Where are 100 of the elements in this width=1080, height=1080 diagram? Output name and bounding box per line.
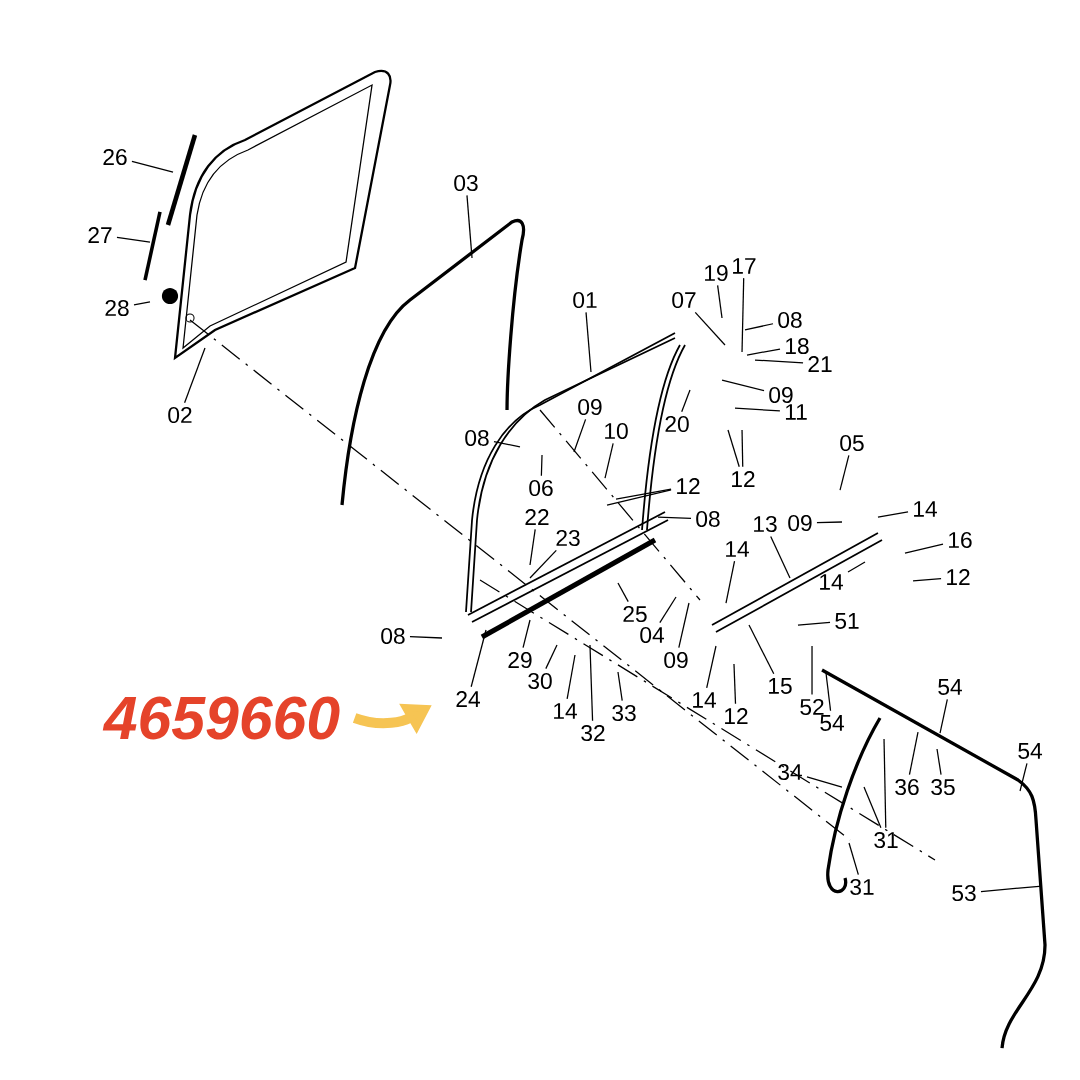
callout-number: 06 [529,479,553,497]
leader-line [529,528,536,566]
callout-number: 13 [754,515,777,533]
callout-number: 27 [88,227,112,243]
callout-number: 14 [693,692,716,708]
leader-line [659,596,677,624]
leader-line [131,160,174,173]
leader-line [617,582,629,603]
leader-line [466,194,473,259]
callout-number: 19 [705,264,728,282]
leader-line [529,549,557,579]
callout-number: 29 [508,651,532,669]
leader-line [721,379,765,392]
leader-line [733,663,737,705]
callout-number: 20 [665,415,689,433]
leader-line [545,644,558,670]
leader-line [847,561,866,573]
callout-number: 17 [733,258,756,274]
leader-line [797,621,831,626]
callout-number: 09 [664,651,688,669]
leader-line [754,359,804,364]
callout-number: 35 [931,778,955,796]
callout-number: 26 [103,148,127,166]
callout-number: 22 [525,509,549,525]
leader-line [748,624,775,675]
leader-line [183,347,206,404]
leader-line [573,418,587,453]
leader-line [939,698,948,734]
leader-line [409,636,443,639]
leader-line [133,301,151,306]
callout-number: 08 [778,311,802,329]
callout-number: 25 [623,605,647,623]
callout-number: 33 [612,704,636,722]
leader-line [980,885,1043,893]
callout-number: 08 [465,429,489,447]
leader-line [615,488,672,500]
leader-line [116,236,151,243]
leader-line [744,323,774,331]
leader-line [877,511,909,518]
callout-number: 32 [581,724,605,742]
leader-line [734,407,781,412]
callout-number: 54 [1018,743,1042,759]
leader-line [540,454,543,477]
callout-number: 53 [952,884,976,902]
callout-number: 14 [914,501,937,517]
leader-line [811,645,813,696]
leader-line [727,429,740,468]
callout-number: 12 [732,471,755,487]
callout-number: 11 [785,404,807,420]
leader-line [493,440,521,448]
leader-line [770,535,791,579]
callout-number: 24 [456,691,480,707]
leader-line [717,284,723,319]
leader-line [908,731,919,776]
leader-line [1019,762,1028,792]
callout-number: 03 [454,174,478,192]
callout-number: 18 [786,337,809,355]
callout-number: 21 [808,356,832,372]
callout-number: 07 [672,291,696,309]
callout-number: 52 [800,698,824,716]
callout-number: 12 [947,569,970,585]
callout-number: 31 [850,878,874,896]
callout-number: 31 [874,831,898,849]
callout-number: 34 [778,763,802,781]
callout-number: 09 [788,514,812,532]
callout-number: 36 [895,778,919,796]
leader-line [604,442,614,479]
leader-line [678,602,690,649]
callout-number: 28 [105,299,129,317]
leader-line [470,629,487,688]
leader-line [566,654,576,700]
leader-line [617,671,623,702]
callout-number: 09 [769,386,793,404]
callout-number: 14 [820,574,843,590]
callout-number: 01 [573,291,597,309]
leader-line [912,577,942,582]
leader-line [694,311,726,346]
leader-line [606,489,672,506]
callout-number: 14 [554,703,577,719]
leader-line [746,348,781,356]
leader-line [585,311,592,373]
callout-number: 10 [605,422,628,440]
leader-line [863,786,882,829]
callout-number: 05 [840,434,864,452]
leader-line [741,429,744,468]
leader-line [681,389,691,413]
callout-number: 08 [696,510,720,528]
callout-number: 15 [769,678,792,694]
callout-number: 12 [725,708,748,724]
leader-line [725,560,736,604]
leader-line [706,645,717,689]
callout-number: 02 [168,406,192,424]
part-number: 4659660 [102,696,340,740]
leader-line [904,543,944,554]
callout-number: 04 [640,626,664,644]
callout-number: 30 [528,672,552,690]
callout-number: 12 [677,478,700,494]
leader-line [657,516,692,519]
callout-number: 54 [938,679,962,695]
leader-line [522,619,531,649]
